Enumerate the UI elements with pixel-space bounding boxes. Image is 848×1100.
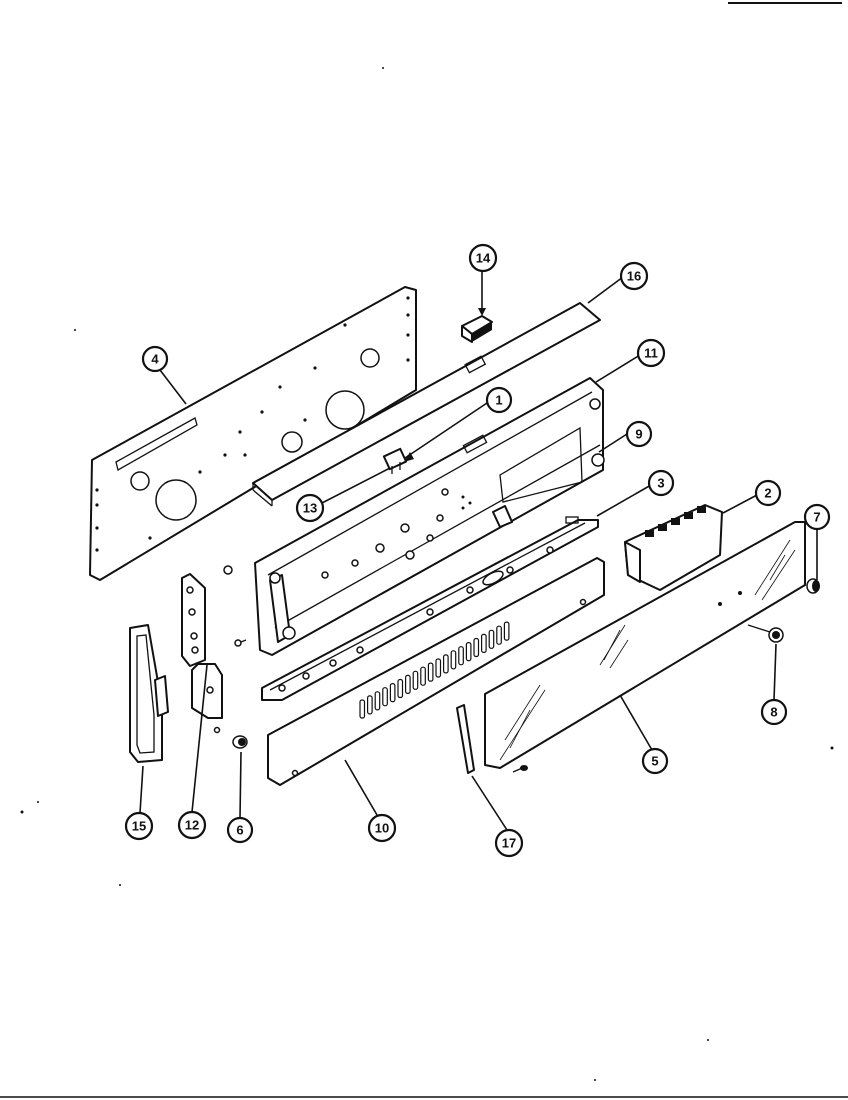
vent-slot [473, 637, 480, 658]
vent-slot [420, 666, 426, 686]
callout-14-label: 14 [476, 251, 491, 266]
callout-16: 16 [619, 261, 649, 291]
small-trim-strip [456, 704, 475, 774]
back-panel [89, 286, 417, 581]
leader-lines [139, 271, 818, 831]
callout-10-label: 10 [375, 821, 389, 836]
callout-11: 11 [636, 338, 666, 368]
clip [461, 315, 493, 343]
callout-4: 4 [141, 345, 169, 373]
vent-slot [374, 691, 381, 711]
vent-slot [359, 699, 366, 719]
vent-slot [458, 646, 464, 666]
callout-9-label: 9 [635, 427, 642, 442]
vent-slot [405, 674, 411, 695]
switch [382, 447, 408, 474]
callout-5-label: 5 [651, 754, 658, 769]
scan-specks [20, 67, 834, 1081]
callout-3-label: 3 [657, 476, 664, 491]
callout-12: 12 [177, 810, 207, 840]
screws [234, 639, 528, 773]
callout-10: 10 [367, 813, 397, 843]
glass-reflection-line [769, 554, 786, 581]
board-key [645, 530, 654, 537]
callout-17-label: 17 [502, 836, 516, 851]
callout-17: 17 [494, 828, 524, 858]
callout-11-label: 11 [644, 346, 658, 361]
callout-7-label: 7 [813, 510, 820, 525]
callout-6-label: 6 [236, 823, 243, 838]
vent-slot [503, 621, 510, 641]
glass-reflection-line [603, 629, 621, 661]
callout-9: 9 [625, 420, 653, 448]
vent-slot [427, 662, 434, 682]
control-panel-housing [254, 377, 605, 656]
callout-3: 3 [647, 469, 675, 497]
callout-8: 8 [760, 698, 788, 726]
knob-6 [213, 726, 248, 749]
board-key [684, 512, 693, 519]
callout-1: 1 [485, 386, 513, 414]
vent-slot [465, 641, 472, 662]
callout-4-label: 4 [151, 352, 159, 367]
board-key [671, 518, 680, 525]
callout-5: 5 [641, 747, 669, 775]
front-vent-trim [267, 557, 605, 786]
callout-8-label: 8 [770, 705, 777, 720]
vent-slot [367, 695, 373, 715]
vent-slot [443, 654, 449, 674]
vent-slot [412, 670, 419, 690]
callout-7: 7 [803, 503, 831, 531]
callout-1-label: 1 [495, 393, 502, 408]
vent-slot [382, 687, 388, 707]
vent-slot [488, 629, 495, 649]
callout-13: 13 [295, 493, 325, 523]
glass-reflection-line [754, 539, 791, 596]
board-key [697, 506, 706, 513]
callout-15: 15 [124, 811, 154, 841]
side-trim-cap [129, 624, 169, 763]
knob-8 [747, 624, 784, 643]
glass-reflection-line [609, 639, 629, 669]
vent-slot [450, 650, 457, 670]
glass-reflection-line [509, 709, 531, 749]
callout-14: 14 [468, 243, 498, 273]
glass-reflection-line [599, 624, 626, 666]
mounting-rail [261, 516, 599, 701]
glass-panel [484, 521, 806, 769]
callout-12-label: 12 [185, 818, 199, 833]
board-key [658, 524, 667, 531]
control-board [624, 504, 723, 591]
callout-16-label: 16 [627, 269, 641, 284]
callout-2: 2 [754, 479, 782, 507]
vent-slot [481, 633, 487, 654]
vent-slot [389, 682, 396, 703]
vent-slot [496, 625, 502, 645]
callout-2-label: 2 [764, 486, 771, 501]
vent-slot [397, 678, 404, 699]
vent-slot [435, 658, 442, 678]
glass-reflection-line [504, 684, 541, 741]
callout-6: 6 [226, 816, 254, 844]
callout-15-label: 15 [132, 819, 146, 834]
knob-7 [806, 578, 820, 594]
side-bracket [181, 565, 233, 719]
glass-reflection-line [761, 549, 796, 601]
top-trim-strip [252, 302, 601, 507]
callout-13-label: 13 [303, 501, 317, 516]
